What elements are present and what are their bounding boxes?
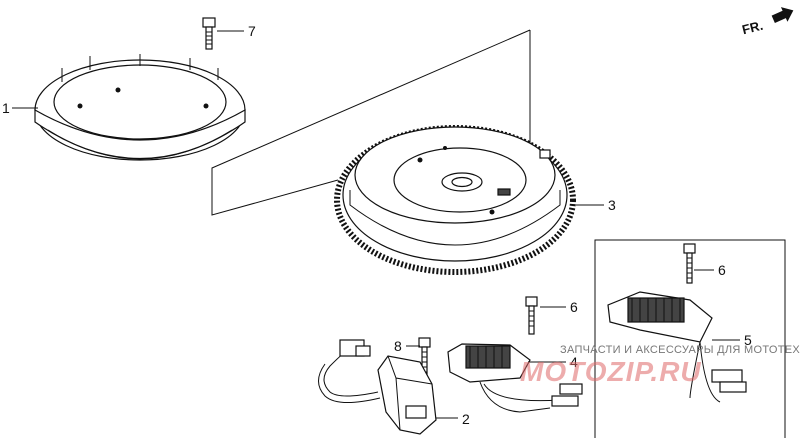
callout-7: 7 bbox=[248, 23, 256, 39]
callout-4: 4 bbox=[570, 354, 578, 370]
part-6-bolt-upper bbox=[683, 243, 696, 284]
part-6-bolt-lower bbox=[525, 296, 538, 335]
watermark-text: ЗАПЧАСТИ И АКСЕССУАРЫ ДЛЯ МОТОТЕХНИКИ bbox=[560, 344, 800, 356]
part-3-flywheel bbox=[334, 125, 576, 275]
part-5-lighting-coil bbox=[607, 291, 747, 403]
callout-3: 3 bbox=[608, 197, 616, 213]
watermark-logo: MOTOZIP.RU bbox=[520, 356, 702, 387]
callout-5: 5 bbox=[744, 332, 752, 348]
assembly-outline bbox=[211, 29, 531, 216]
callout-2: 2 bbox=[462, 411, 470, 427]
subassembly-frame bbox=[594, 239, 786, 438]
callout-8: 8 bbox=[394, 338, 402, 354]
arrow-right-icon bbox=[771, 7, 794, 23]
part-7-bolt bbox=[202, 17, 216, 50]
callout-6-lower: 6 bbox=[570, 299, 578, 315]
callout-1: 1 bbox=[2, 100, 10, 116]
part-2-ignition-module bbox=[318, 339, 437, 435]
part-1-outer-ring bbox=[34, 54, 246, 161]
part-4-charge-coil bbox=[447, 343, 583, 413]
callout-6-upper: 6 bbox=[718, 262, 726, 278]
